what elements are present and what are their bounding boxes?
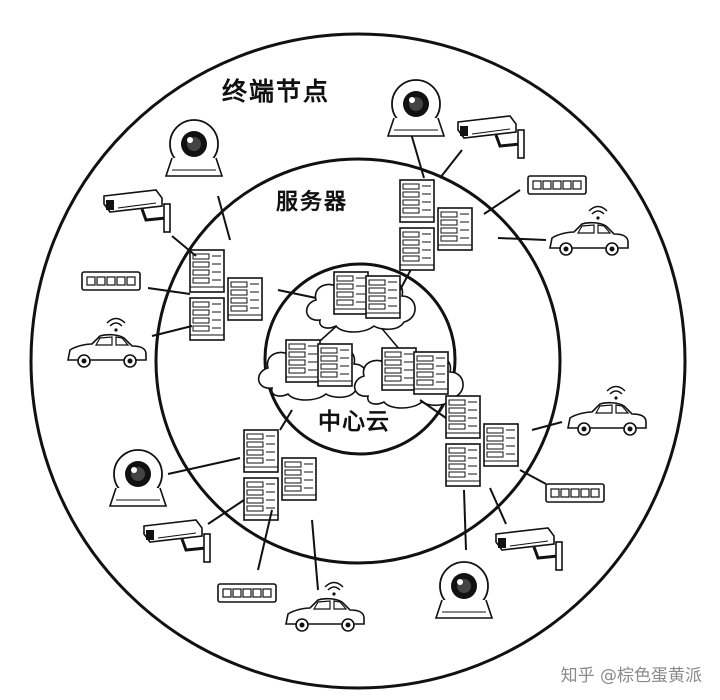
cloud-server-links <box>277 259 447 431</box>
outer-ring <box>29 32 687 690</box>
middle-ring <box>154 157 562 565</box>
security-camera-icon <box>456 114 526 160</box>
security-camera-icon <box>494 526 564 572</box>
network-switch-icon <box>545 483 605 503</box>
ring-label-terminal-nodes: 终端节点 <box>222 77 331 106</box>
webcam-icon <box>387 79 445 137</box>
cloud-server-icon <box>259 340 367 400</box>
security-camera-icon <box>102 188 172 234</box>
connected-car-icon <box>67 317 147 368</box>
server-rack-icon <box>190 250 262 340</box>
server-rack-icon <box>244 430 316 520</box>
webcam-icon <box>435 561 493 619</box>
network-switch-icon <box>527 175 587 195</box>
cloud-server-icon <box>307 272 415 332</box>
security-camera-icon <box>142 518 212 564</box>
terminal-links <box>147 129 563 591</box>
connected-car-icon <box>549 205 629 256</box>
server-rack-icon <box>400 180 472 270</box>
network-switch-icon <box>217 583 277 603</box>
webcam-icon <box>109 449 167 507</box>
connected-car-icon <box>285 581 365 632</box>
network-switch-icon <box>81 271 141 291</box>
ring-label-servers: 服务器 <box>276 190 349 215</box>
webcam-icon <box>165 119 223 177</box>
connected-car-icon <box>567 385 647 436</box>
ring-label-central-cloud: 中心云 <box>318 409 390 435</box>
watermark: 知乎 @棕色蛋黄派 <box>560 666 702 686</box>
server-rack-icon <box>446 396 518 486</box>
inner-ring <box>263 262 457 456</box>
